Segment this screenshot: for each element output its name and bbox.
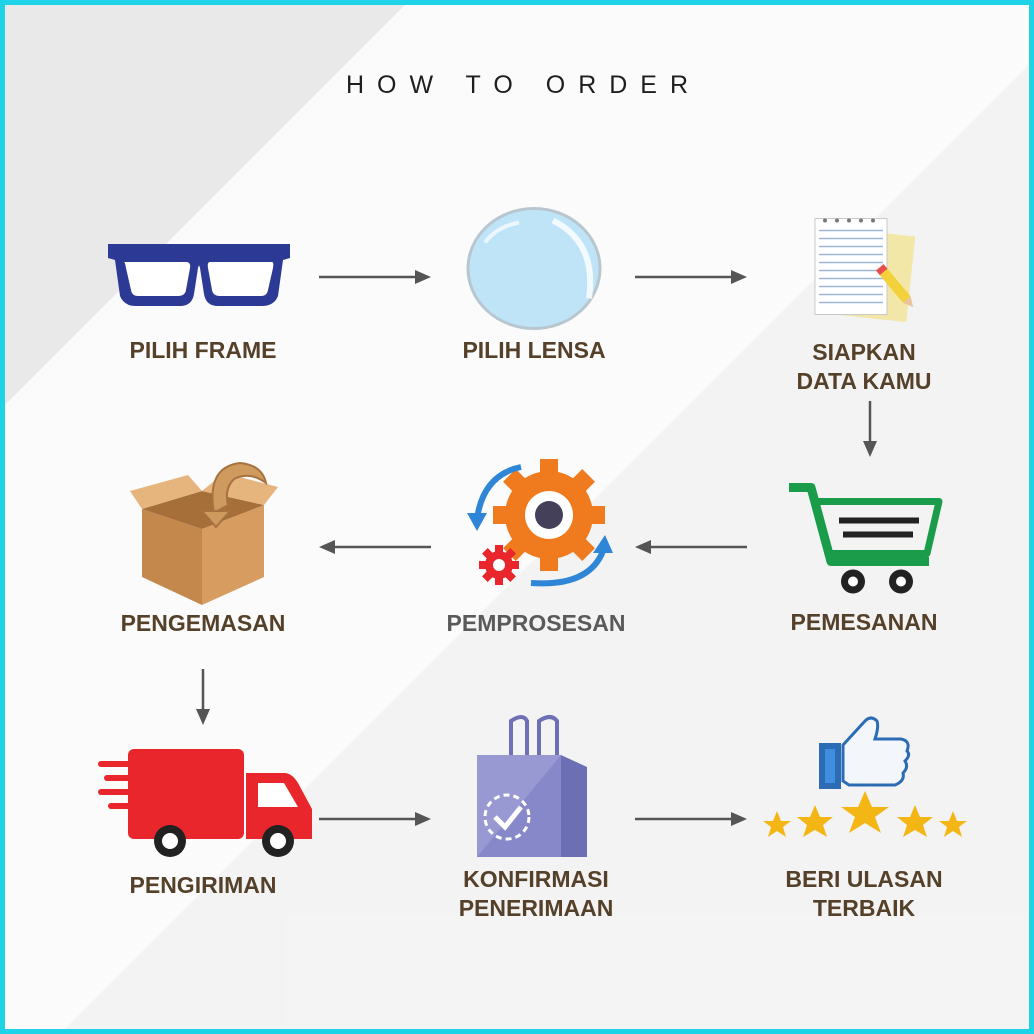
- arrow-down: [193, 667, 213, 727]
- arrow-right: [317, 267, 433, 287]
- thumbs-up-stars-icon: [739, 713, 989, 863]
- step-label-line: BERI ULASAN: [739, 865, 989, 894]
- lens-icon: [409, 205, 659, 330]
- arrow-right: [633, 809, 749, 829]
- box-icon: [78, 453, 328, 613]
- page-title: HOW TO ORDER: [5, 71, 1029, 100]
- step-label-line: PILIH FRAME: [78, 336, 328, 365]
- step-label-line: SIAPKAN: [739, 338, 989, 367]
- arrow-left: [317, 537, 433, 557]
- step-label: PEMPROSESAN: [411, 609, 661, 638]
- step-label: PILIH FRAME: [78, 336, 328, 365]
- step-label: KONFIRMASI PENERIMAAN: [411, 865, 661, 923]
- delivery-truck-icon: [78, 743, 328, 863]
- step-label: PENGEMASAN: [78, 609, 328, 638]
- notepad-pencil-icon: [739, 210, 989, 325]
- shopping-bag-check-icon: [411, 713, 661, 863]
- step-label-line: PEMESANAN: [739, 608, 989, 637]
- step-label: BERI ULASAN TERBAIK: [739, 865, 989, 923]
- step-label: SIAPKAN DATA KAMU: [739, 338, 989, 396]
- arrow-down: [860, 399, 880, 459]
- arrow-left: [633, 537, 749, 557]
- step-label-line: KONFIRMASI: [411, 865, 661, 894]
- arrow-right: [633, 267, 749, 287]
- step-label-line: PILIH LENSA: [409, 336, 659, 365]
- step-label-line: PEMPROSESAN: [411, 609, 661, 638]
- step-label: PENGIRIMAN: [78, 871, 328, 900]
- step-label-line: PENGIRIMAN: [78, 871, 328, 900]
- glasses-icon: [78, 230, 328, 340]
- step-label: PEMESANAN: [739, 608, 989, 637]
- step-label-line: DATA KAMU: [739, 367, 989, 396]
- arrow-right: [317, 809, 433, 829]
- step-label: PILIH LENSA: [409, 336, 659, 365]
- gears-icon: [411, 455, 661, 595]
- step-label-line: PENGEMASAN: [78, 609, 328, 638]
- step-label-line: PENERIMAAN: [411, 894, 661, 923]
- step-label-line: TERBAIK: [739, 894, 989, 923]
- shopping-cart-icon: [739, 480, 989, 598]
